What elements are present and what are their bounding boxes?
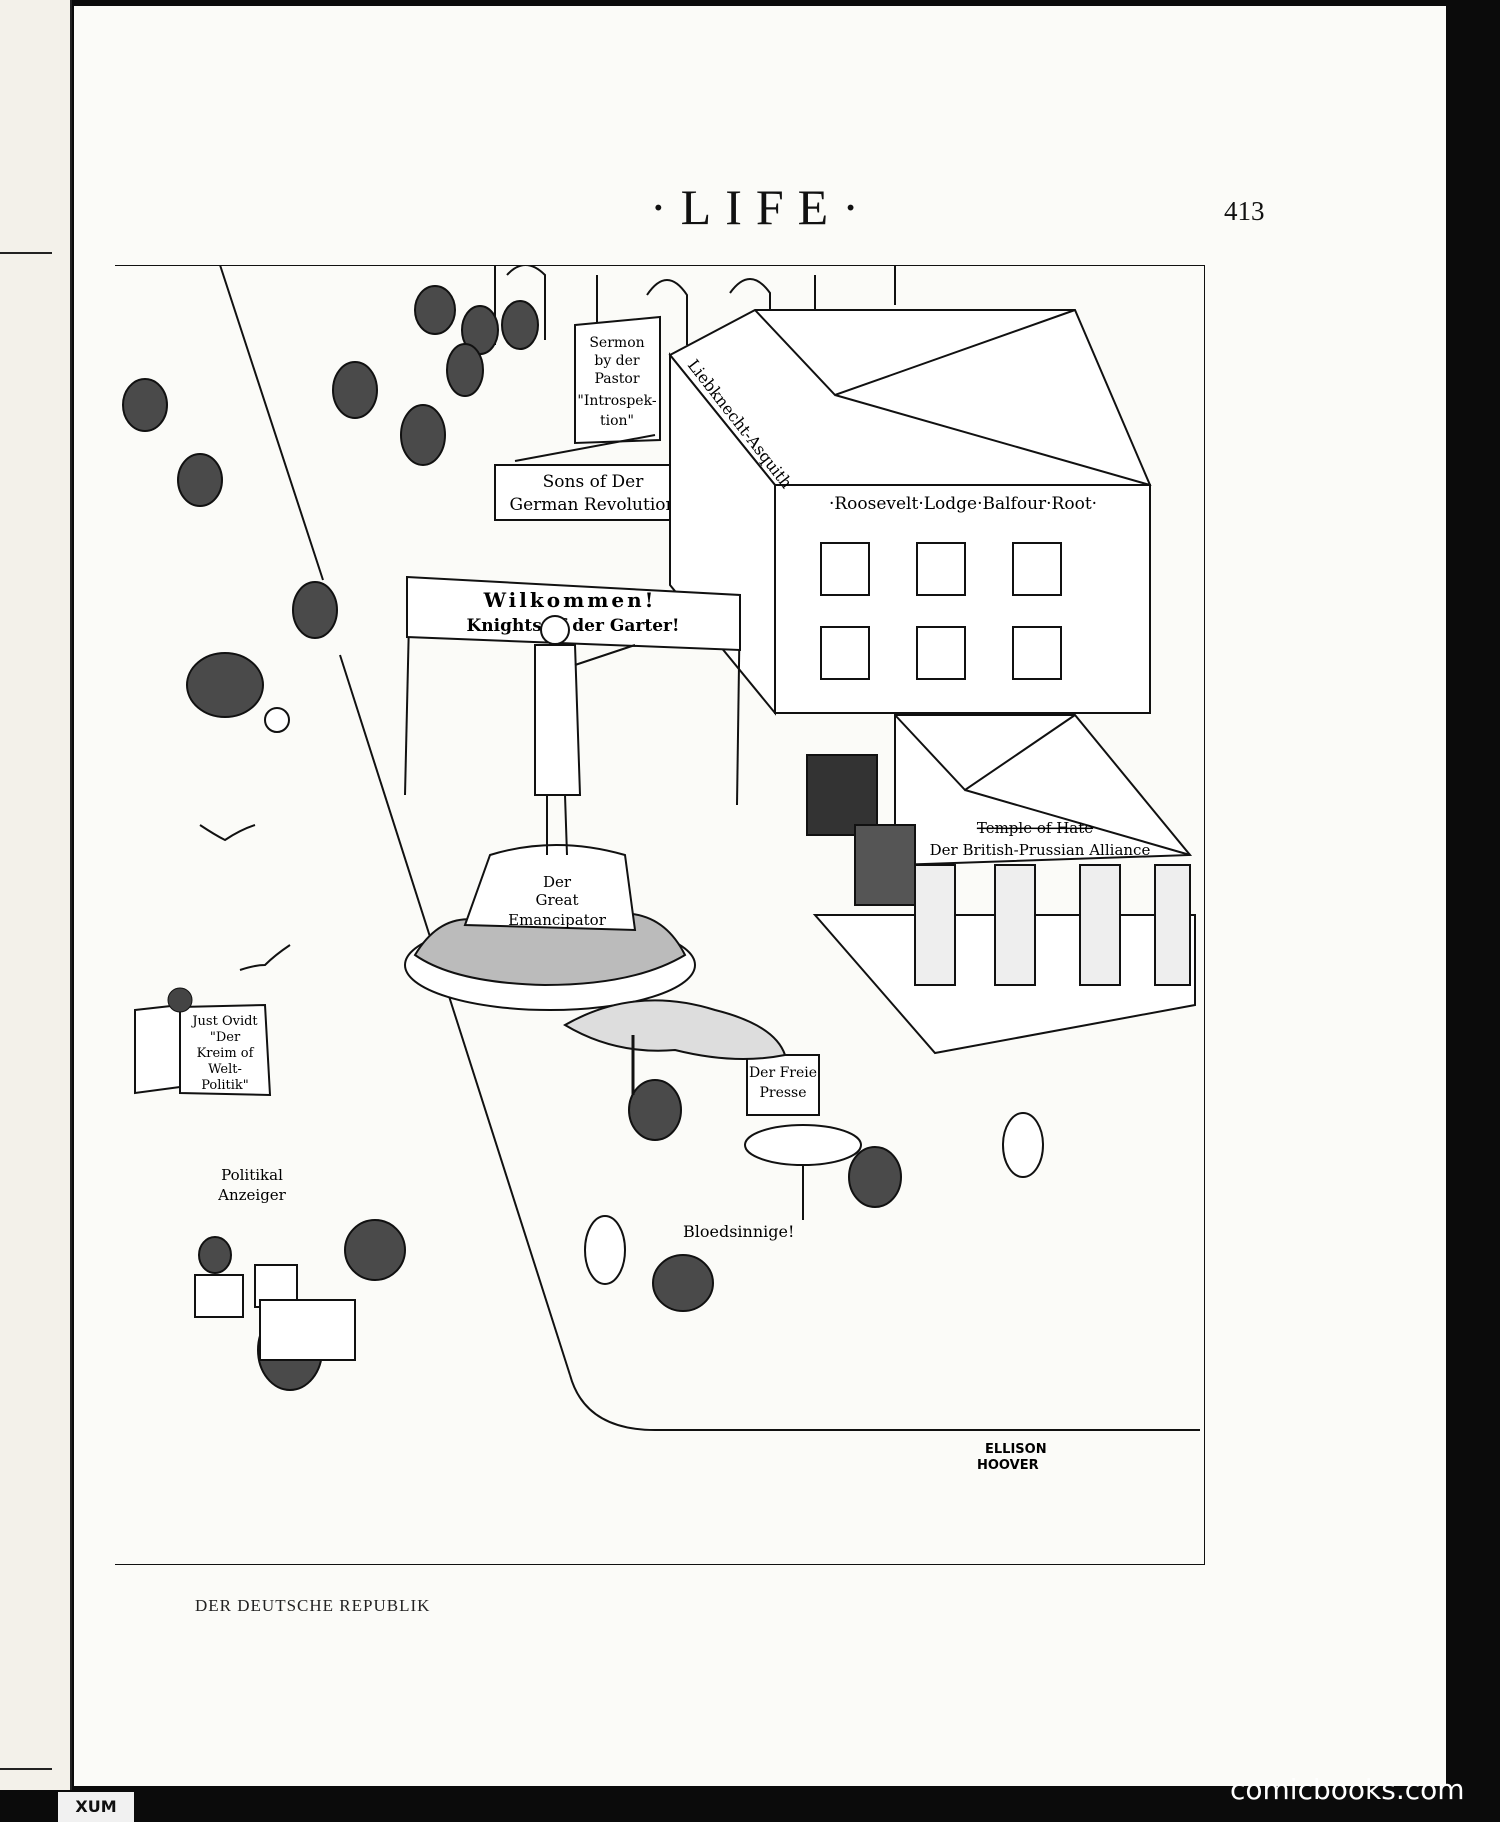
lodge-front-sign: ·Roosevelt·Lodge·Balfour·Root· [829, 494, 1097, 514]
statue-line-1: Der [543, 873, 572, 891]
sandwich-board: Just Ovidt "Der Kreim of Welt- Politik" [134, 987, 272, 1097]
page-number: 413 [1224, 196, 1265, 226]
sermon-line-5: tion" [600, 413, 634, 429]
cartoon-illustration: Sermon by der Pastor "Introspek- tion" S… [115, 265, 1205, 1565]
tree [563, 999, 787, 1095]
masthead: ·LIFE· [650, 179, 873, 235]
welcome-banner: Wilkommen! Knights of der Garter! [404, 575, 741, 806]
temple-struck-sign: Temple of Hate [977, 819, 1093, 837]
politikal-line-1: Politikal [221, 1166, 283, 1184]
freie-presse-sign: Der Freie Presse [744, 1054, 862, 1220]
magazine-page [74, 6, 1446, 1786]
street-curb [219, 265, 1200, 1431]
signature-line-2: HOOVER [977, 1458, 1039, 1473]
statue-line-2: Great [535, 891, 578, 909]
lodge-building [668, 309, 1152, 716]
sermon-sign: Sermon by der Pastor "Introspek- tion" [574, 315, 661, 445]
archive-tag: XUM [58, 1792, 134, 1822]
newspaper-sheets [194, 1264, 356, 1361]
signature-line-1: ELLISON [985, 1442, 1047, 1457]
temple [806, 714, 1196, 1055]
left-page-edge [0, 0, 72, 1790]
bloedsinnige-text: Bloedsinnige! [683, 1222, 794, 1241]
sandwich-line-1: Just Ovidt [190, 1014, 258, 1029]
sandwich-line-3: Kreim of [197, 1046, 255, 1061]
temple-sign: Der British-Prussian Alliance [930, 841, 1151, 859]
freie-line-1: Der Freie [749, 1065, 817, 1081]
sons-line-2: German Revolution [510, 495, 677, 515]
sermon-line-2: by der [594, 353, 640, 369]
sermon-line-1: Sermon [589, 335, 644, 351]
politikal-line-2: Anzeiger [217, 1186, 287, 1204]
sermon-line-3: Pastor [594, 371, 639, 387]
sandwich-line-4: Welt- [208, 1062, 242, 1077]
figures [122, 285, 1044, 1391]
banner-line-2: Knights of der Garter! [467, 616, 680, 636]
banner-line-1: Wilkommen! [483, 588, 657, 612]
left-page-rule-bottom [0, 1768, 52, 1770]
sandwich-line-5: Politik" [201, 1078, 249, 1093]
birds [199, 824, 291, 971]
sandwich-line-2: "Der [210, 1030, 241, 1045]
sermon-line-4: "Introspek- [577, 393, 656, 409]
watermark: comicbooks.com [1230, 1773, 1465, 1806]
statue-line-3: Emancipator [508, 911, 607, 929]
left-page-rule [0, 252, 52, 254]
sons-sign: Sons of Der German Revolution [494, 434, 691, 521]
statue [404, 615, 696, 1011]
freie-line-2: Presse [759, 1085, 806, 1101]
caption: DER DEUTSCHE REPUBLIK [195, 1596, 431, 1615]
sons-line-1: Sons of Der [543, 472, 645, 492]
